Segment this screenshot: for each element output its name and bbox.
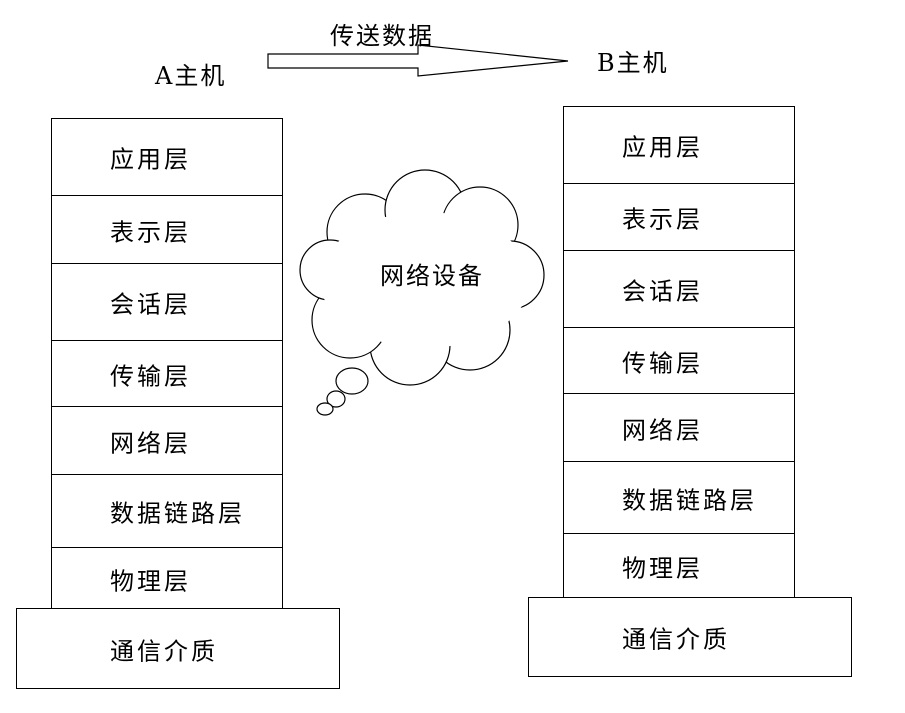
- transfer-label: 传送数据: [330, 22, 434, 50]
- host-a-layer-transport: 传输层: [52, 341, 282, 407]
- host-b-title: B主机: [597, 49, 669, 77]
- host-b-stack: 应用层 表示层 会话层 传输层 网络层 数据链路层 物理层: [563, 106, 795, 598]
- network-device-label: 网络设备: [380, 262, 484, 290]
- host-a-layer-network: 网络层: [52, 407, 282, 475]
- host-a-layer-application: 应用层: [52, 119, 282, 196]
- host-b-layer-presentation: 表示层: [564, 184, 794, 251]
- host-a-medium: 通信介质: [16, 608, 340, 689]
- host-a-layer-presentation: 表示层: [52, 196, 282, 264]
- host-a-layer-session: 会话层: [52, 264, 282, 341]
- host-b-layer-network: 网络层: [564, 394, 794, 462]
- host-b-layer-application: 应用层: [564, 107, 794, 184]
- host-b-layer-datalink: 数据链路层: [564, 462, 794, 534]
- host-b-layer-session: 会话层: [564, 251, 794, 328]
- host-a-layer-datalink: 数据链路层: [52, 475, 282, 548]
- network-cloud-icon: [299, 169, 545, 416]
- host-b-medium: 通信介质: [528, 597, 852, 677]
- host-a-title: A主机: [155, 62, 227, 90]
- transfer-arrow: [267, 44, 569, 77]
- host-a-stack: 应用层 表示层 会话层 传输层 网络层 数据链路层 物理层: [51, 118, 283, 610]
- host-b-layer-physical: 物理层: [622, 554, 703, 583]
- host-b-layer-transport: 传输层: [564, 328, 794, 394]
- host-a-layer-physical: 物理层: [110, 567, 191, 596]
